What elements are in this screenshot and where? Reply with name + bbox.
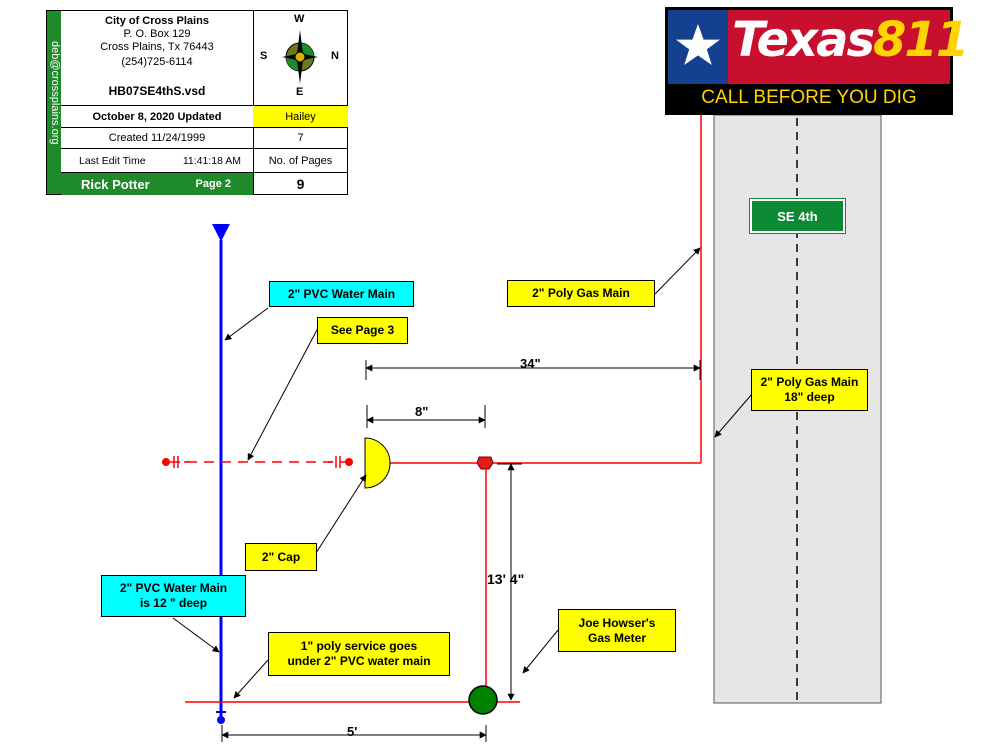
- gas-meter: [468, 685, 498, 715]
- compass-n: N: [331, 50, 339, 62]
- label-service: 1" poly service goes under 2" PVC water …: [268, 632, 450, 676]
- dim-5: 5': [347, 724, 358, 739]
- page-number: Page 2: [195, 178, 231, 190]
- texas-811-logo: Texas811 CALL BEFORE YOU DIG: [665, 7, 969, 115]
- filename: HB07SE4thS.vsd: [108, 84, 206, 98]
- logo-banner: Texas811: [668, 10, 969, 84]
- created-date: Created 11/24/1999: [61, 127, 254, 148]
- logo-word: Texas: [732, 12, 875, 68]
- compass-icon: [282, 30, 318, 84]
- label-see-page: See Page 3: [317, 317, 408, 344]
- service-line2: under 2" PVC water main: [287, 654, 431, 668]
- title-block: deb@crossplains.org City of Cross Plains…: [46, 10, 348, 195]
- last-edit-time: 11:41:18 AM: [182, 154, 241, 167]
- pages-value: 9: [253, 172, 348, 195]
- dim-34: 34": [520, 356, 541, 371]
- city-name: City of Cross Plains: [105, 15, 209, 27]
- last-edit-row: Last Edit Time 11:41:18 AM: [61, 148, 254, 172]
- compass-w: W: [294, 13, 305, 25]
- gas-depth-line1: 2" Poly Gas Main: [760, 375, 859, 389]
- phone: (254)725-6114: [121, 56, 193, 68]
- street-sign: SE 4th: [749, 198, 846, 234]
- logo-tagline: CALL BEFORE YOU DIG: [701, 87, 917, 108]
- pages-label: No. of Pages: [253, 148, 348, 172]
- author-row: Rick Potter Page 2: [61, 172, 254, 195]
- label-cap: 2" Cap: [245, 543, 317, 571]
- label-water-main-depth: 2" PVC Water Main is 12 " deep: [101, 575, 246, 617]
- label-gas-main: 2" Poly Gas Main: [507, 280, 655, 307]
- water-depth-line1: 2" PVC Water Main: [119, 581, 228, 595]
- label-gas-main-depth: 2" Poly Gas Main 18" deep: [751, 369, 868, 411]
- address-block: City of Cross Plains P. O. Box 129 Cross…: [61, 11, 254, 105]
- title-side-bar: deb@crossplains.org: [47, 11, 61, 194]
- logo-wordmark: Texas811: [732, 12, 969, 68]
- meter-line2: Gas Meter: [587, 630, 647, 645]
- service-line1: 1" poly service goes: [300, 639, 418, 653]
- logo-number: 811: [873, 12, 969, 68]
- gas-depth-line2: 18" deep: [784, 390, 835, 404]
- created-value: 7: [253, 127, 348, 148]
- label-gas-meter: Joe Howser's Gas Meter: [558, 609, 676, 652]
- side-email[interactable]: deb@crossplains.org: [49, 41, 61, 145]
- dim-13-4: 13' 4": [487, 571, 525, 587]
- compass-e: E: [296, 86, 304, 98]
- cap-shape: [364, 437, 391, 489]
- city-state: Cross Plains, Tx 76443: [100, 41, 214, 53]
- dim-8: 8": [415, 404, 429, 419]
- water-main-end: [217, 716, 225, 724]
- po-box: P. O. Box 129: [123, 28, 191, 40]
- label-water-main: 2" PVC Water Main: [269, 281, 414, 307]
- compass-s: S: [260, 50, 268, 62]
- author-name: Rick Potter: [81, 176, 150, 192]
- star-icon: [676, 24, 720, 65]
- water-depth-line2: is 12 " deep: [139, 596, 208, 610]
- updated-date: October 8, 2020 Updated: [61, 105, 254, 127]
- valve-icon: [476, 456, 494, 470]
- meter-line1: Joe Howser's: [578, 615, 656, 630]
- editor-name: Hailey: [253, 105, 348, 127]
- last-edit-label: Last Edit Time: [79, 154, 146, 167]
